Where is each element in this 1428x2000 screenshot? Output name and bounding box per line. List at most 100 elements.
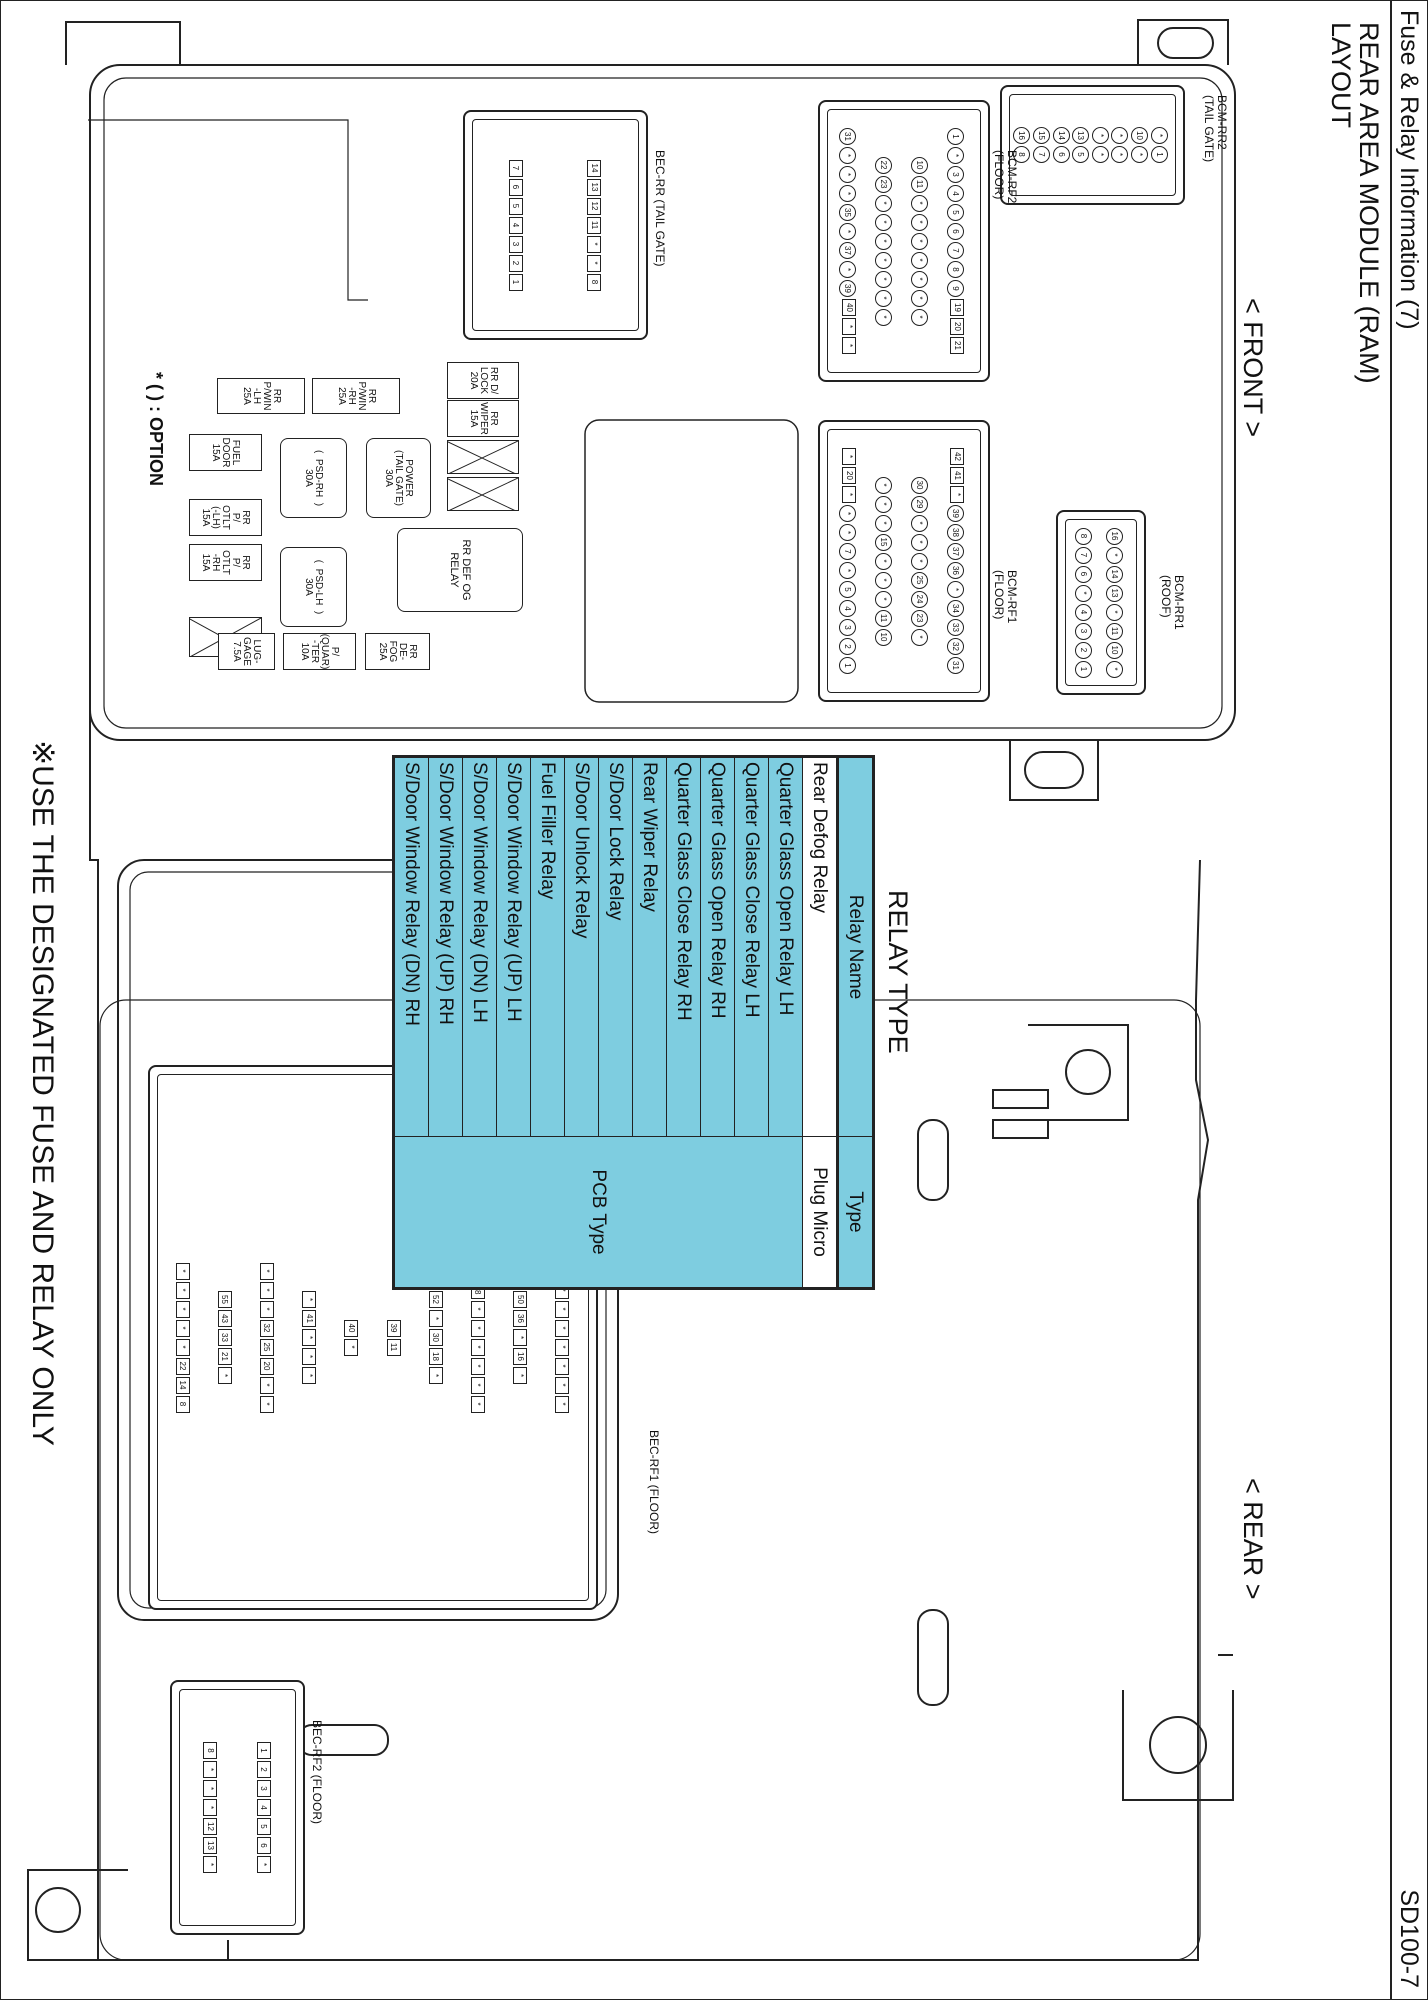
relay-table-title: RELAY TYPE <box>883 890 913 1054</box>
terminal-pin: * <box>1131 146 1149 163</box>
terminal-square: * <box>175 1300 190 1318</box>
terminal-square: * <box>260 1395 274 1413</box>
ram-housing-outline <box>89 64 1236 741</box>
terminal-pin: * <box>911 194 929 212</box>
terminal-pin: 2 <box>1075 641 1092 659</box>
terminal-pin: * <box>875 495 893 513</box>
fuse-p-quarter: P/ (QUAR) -TER 10A <box>283 633 356 670</box>
terminal-square: * <box>587 254 602 272</box>
connector-bcm-rr1-label: BCM-RR1 (ROOF) <box>1159 575 1186 630</box>
rear-housing-outline <box>89 620 1210 1961</box>
terminal-pin: 22 <box>875 156 893 174</box>
terminal-pin: 14 <box>1052 127 1070 144</box>
terminal-square: * <box>842 448 857 465</box>
footer-note: ※USE THE DESIGNATED FUSE AND RELAY ONLY <box>26 740 59 1446</box>
terminal-square: * <box>842 486 857 503</box>
terminal-pin: 9 <box>947 280 965 297</box>
header-type: Type <box>837 1136 874 1289</box>
terminal-pin: 5 <box>839 581 857 598</box>
connector-bcm-rf1-label: BCM-RF1 (FLOOR) <box>992 570 1019 624</box>
terminal-square: 39 <box>386 1319 401 1337</box>
terminal-pin: 34 <box>947 600 965 617</box>
terminal-pin: * <box>875 289 893 307</box>
terminal-pin: 11 <box>911 175 929 193</box>
terminal-pin: * <box>875 270 893 288</box>
relay-name-cell: Quarter Glass Close Relay RH <box>666 756 701 1137</box>
terminal-pin: 6 <box>1052 146 1070 163</box>
terminal-pin: * <box>1091 146 1109 163</box>
terminal-pin: 15 <box>1032 127 1050 144</box>
terminal-square: * <box>302 1291 317 1308</box>
terminal-square: 33 <box>217 1329 232 1346</box>
terminal-pin: 36 <box>947 562 965 579</box>
terminal-pin: 3 <box>947 166 965 183</box>
fuse-rr-door-lock: RR D/ LOCK 20A <box>447 362 519 399</box>
terminal-pin: * <box>875 476 893 494</box>
relay-name-cell: S/Door Window Relay (DN) RH <box>393 756 429 1137</box>
terminal-square: * <box>344 1338 359 1356</box>
relay-rr-defog: RR DEF OG RELAY <box>397 528 523 612</box>
terminal-square: 12 <box>203 1818 218 1835</box>
terminal-pin: * <box>947 581 965 598</box>
terminal-square: * <box>302 1348 317 1365</box>
terminal-square: 22 <box>175 1357 190 1375</box>
terminal-pin: * <box>839 505 857 522</box>
terminal-pin: 13 <box>1106 584 1123 602</box>
terminal-square: 8 <box>203 1742 218 1759</box>
terminal-pin: 1 <box>839 657 857 674</box>
terminal-pin: 2 <box>839 638 857 655</box>
terminal-pin: 10 <box>1106 641 1123 659</box>
table-header-row: Relay Name Type <box>837 756 874 1289</box>
terminal-pin: 31 <box>947 657 965 674</box>
terminal-pin: 7 <box>1032 146 1050 163</box>
terminal-pin: * <box>839 166 857 183</box>
terminal-pin: 10 <box>1131 127 1149 144</box>
terminal-pin: 11 <box>1106 622 1123 640</box>
terminal-square: 11 <box>386 1338 401 1356</box>
terminal-square: 6 <box>508 178 523 196</box>
terminal-pin: * <box>911 514 929 532</box>
terminal-square: * <box>302 1367 317 1384</box>
terminal-square: 32 <box>260 1319 274 1337</box>
terminal-pin: * <box>875 194 893 212</box>
terminal-square: 13 <box>203 1837 218 1854</box>
terminal-square: * <box>203 1780 218 1797</box>
terminal-pin: 7 <box>839 543 857 560</box>
fuse-rr-p-otlt-rh: RR P/ OTLT -RH 15A <box>189 544 262 581</box>
terminal-square: 41 <box>950 467 965 484</box>
terminal-pin: 16 <box>1106 527 1123 545</box>
terminal-square: * <box>555 1395 570 1413</box>
relay-name-cell: Quarter Glass Close Relay LH <box>734 756 769 1137</box>
terminal-square: * <box>175 1319 190 1337</box>
terminal-pin: 23 <box>911 609 929 627</box>
terminal-pin: 37 <box>947 543 965 560</box>
terminal-square: * <box>842 337 857 354</box>
terminal-pin: 30 <box>911 476 929 494</box>
terminal-pin: 24 <box>911 590 929 608</box>
terminal-square: * <box>471 1300 485 1318</box>
relay-type-cell: PCB Type <box>393 1136 803 1289</box>
terminal-square: 20 <box>260 1357 274 1375</box>
terminal-pin: 4 <box>1075 603 1092 621</box>
terminal-pin: * <box>839 147 857 164</box>
empty-fuse-slot <box>447 440 519 474</box>
terminal-pin: 8 <box>1075 527 1092 545</box>
terminal-square: * <box>203 1856 218 1873</box>
terminal-pin: 1 <box>947 128 965 145</box>
relay-name-cell: Quarter Glass Open Relay LH <box>768 756 803 1137</box>
terminal-square: 4 <box>508 216 523 234</box>
terminal-square: 8 <box>587 273 602 291</box>
relay-name-cell: Fuel Filler Relay <box>530 756 565 1137</box>
terminal-square: * <box>175 1281 190 1299</box>
terminal-square: 41 <box>302 1310 317 1327</box>
